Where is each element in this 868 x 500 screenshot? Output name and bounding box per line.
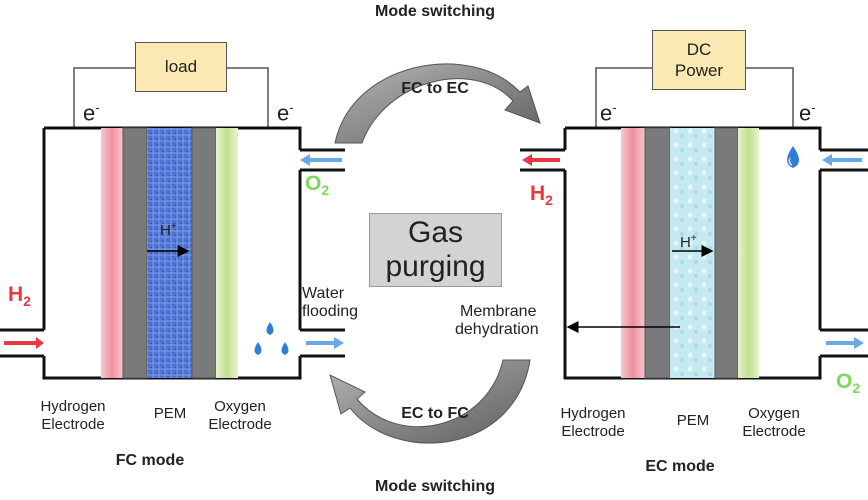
gas-purging-line2: purging (385, 250, 486, 283)
fc-h2-arrowhead (36, 337, 44, 349)
fc-outlet-arrowhead (334, 337, 344, 349)
ec-wire-right (744, 67, 794, 128)
fc-proton-label: H+ (160, 221, 177, 239)
fc-graphite-left (122, 127, 148, 379)
fc-h2-label: H2 (8, 283, 31, 310)
fc-pem-label: PEM (153, 405, 187, 422)
gas-purging-line1: Gas (407, 216, 464, 249)
droplet-highlight (788, 157, 793, 166)
fc-o2-label: O2 (305, 172, 330, 199)
ec-to-fc-label: EC to FC (401, 405, 469, 422)
ec-graphite-left (644, 127, 671, 379)
fc-to-ec-label: FC to EC (401, 80, 469, 97)
ec-wire-left (595, 67, 652, 128)
ec-pem-label: PEM (676, 412, 710, 429)
mode-switching-bottom-label: Mode switching (375, 478, 495, 495)
ec-oxygen-electrode (738, 128, 759, 378)
fc-wire-left (73, 67, 135, 128)
fc-electron-right: e- (277, 100, 294, 126)
mode-switching-top-label: Mode switching (375, 3, 495, 20)
ec-mode-label: EC mode (645, 458, 715, 475)
ec-h2-arrowhead (522, 154, 532, 166)
ec-electron-left: e- (600, 100, 617, 126)
fc-graphite-right (191, 127, 217, 379)
fc-oxygen-electrode (216, 128, 238, 378)
fc-cell (0, 67, 345, 380)
ec-water-arrowhead (822, 154, 832, 166)
fc-pem (147, 128, 192, 378)
ec-o2-label: O2 (836, 370, 861, 397)
fc-hydrogen-electrode (101, 128, 123, 378)
gas-purging-box: Gas purging (369, 213, 502, 287)
droplet-icon (254, 322, 289, 355)
ec-proton-label: H+ (680, 233, 697, 251)
mode-switch-arrows (329, 63, 541, 444)
ec-pem (670, 128, 715, 378)
droplet-icon (787, 146, 799, 168)
fc-o2-arrowhead (300, 154, 310, 166)
ec-graphite-right (714, 127, 739, 379)
ec-o2-arrowhead (854, 337, 864, 349)
curved-arrow-fc-to-ec (334, 63, 541, 144)
ec-cell (520, 67, 868, 380)
fc-electron-left: e- (83, 100, 100, 126)
ec-electron-right: e- (799, 100, 816, 126)
load-box: load (135, 42, 227, 92)
curved-arrow-ec-to-fc (329, 359, 531, 444)
ec-hydrogen-electrode (621, 128, 645, 378)
ec-h2-label: H2 (530, 182, 553, 209)
fc-wire-right (225, 67, 269, 128)
fc-mode-label: FC mode (115, 452, 185, 469)
